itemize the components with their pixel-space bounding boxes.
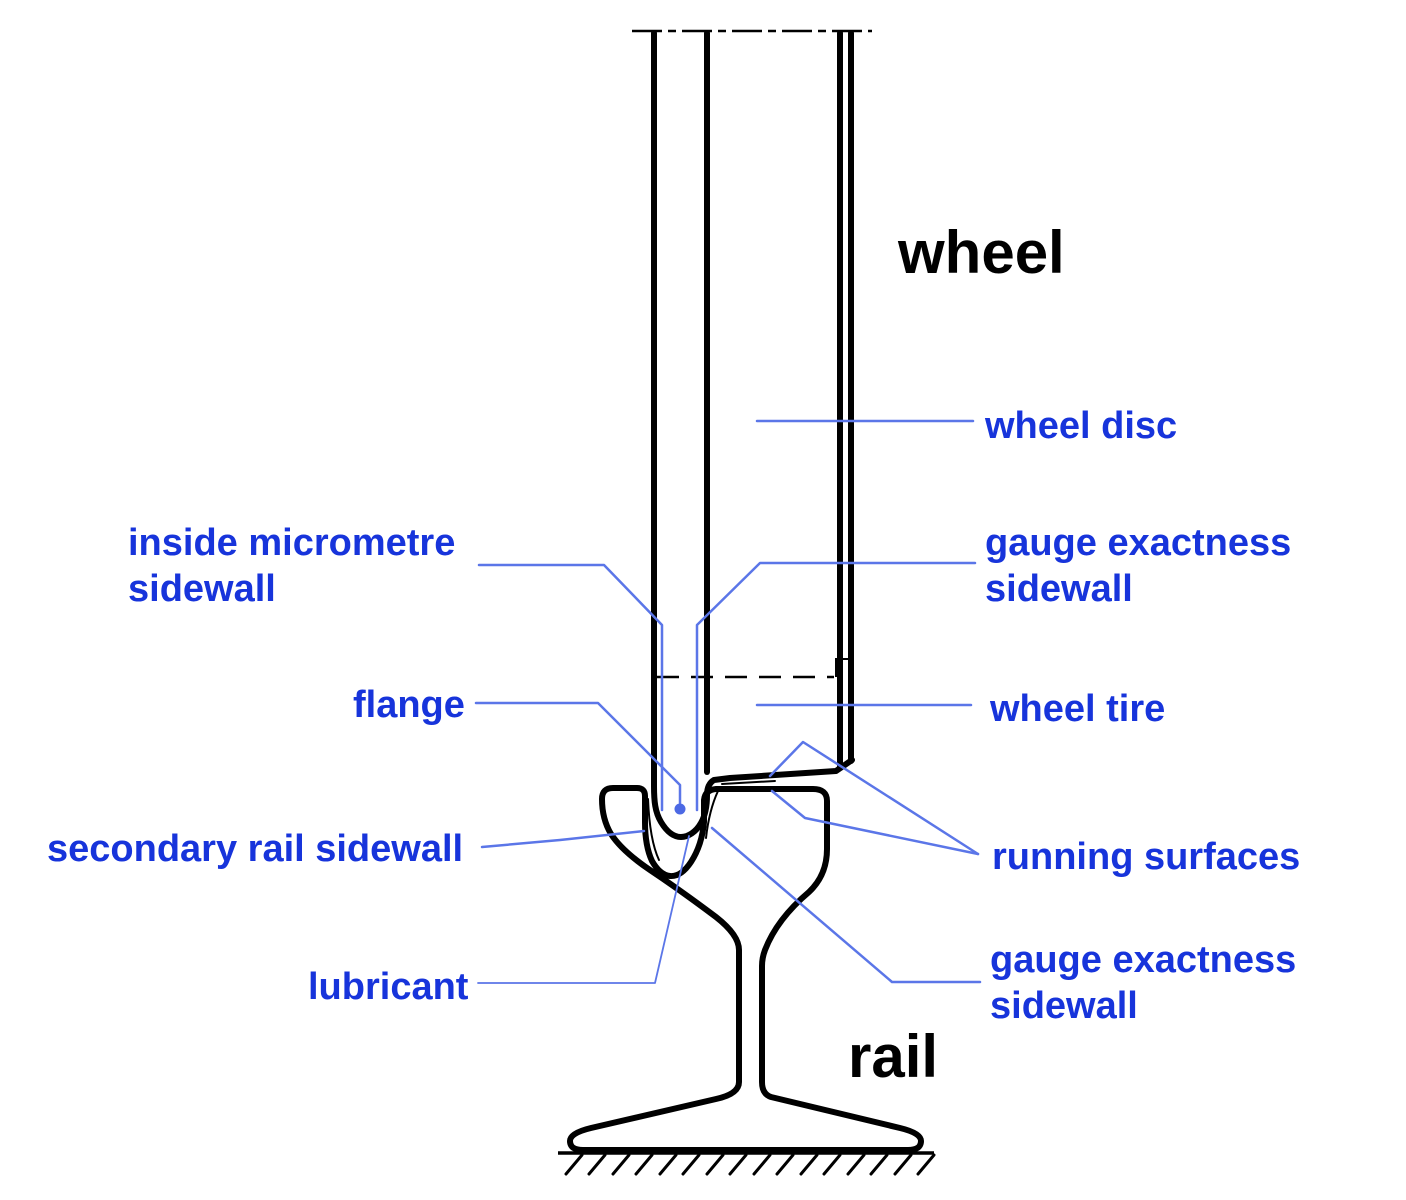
leader-flange bbox=[474, 701, 682, 805]
wheel-back-face-and-flange bbox=[651, 30, 855, 840]
label-inside-micrometre-sidewall: inside micrometre sidewall bbox=[128, 520, 455, 612]
label-flange: flange bbox=[353, 684, 465, 726]
wheel-profile bbox=[651, 30, 855, 840]
leader-lines bbox=[474, 419, 982, 984]
leader-gauge-exactness-lower bbox=[710, 826, 982, 984]
label-lubricant: lubricant bbox=[308, 966, 469, 1008]
title-rail: rail bbox=[848, 1023, 939, 1090]
label-gauge-exactness-upper-line2: sidewall bbox=[985, 568, 1133, 610]
leader-inside-micrometre-sidewall bbox=[477, 563, 664, 812]
rail-outline bbox=[567, 785, 924, 1153]
tire-boundary-step-mark bbox=[835, 658, 848, 677]
ground bbox=[558, 1151, 936, 1176]
label-gauge-exactness-lower-line1: gauge exactness bbox=[990, 939, 1297, 981]
label-running-surfaces: running surfaces bbox=[992, 836, 1301, 878]
label-wheel-tire: wheel tire bbox=[990, 688, 1166, 730]
label-wheel-disc: wheel disc bbox=[985, 405, 1178, 447]
rail-profile bbox=[567, 785, 924, 1153]
label-gauge-exactness-sidewall-lower: gauge exactness sidewall bbox=[990, 937, 1296, 1029]
label-gauge-exactness-lower-line2: sidewall bbox=[990, 985, 1138, 1027]
leader-running-surface-rail bbox=[770, 789, 980, 856]
label-gauge-exactness-upper-line1: gauge exactness bbox=[985, 522, 1292, 564]
groove-witness-left bbox=[647, 798, 660, 861]
groove-witness-right bbox=[705, 790, 719, 839]
title-wheel: wheel bbox=[898, 219, 1065, 286]
label-inside-micrometre-line1: inside micrometre bbox=[128, 522, 456, 564]
leader-secondary-rail-sidewall bbox=[480, 829, 646, 849]
tread-witness-line bbox=[721, 780, 776, 785]
label-inside-micrometre-line2: sidewall bbox=[128, 568, 276, 610]
flange-marker-dot bbox=[674, 803, 686, 815]
groove-witness-lines bbox=[647, 780, 776, 861]
leader-lubricant bbox=[477, 835, 690, 984]
leader-running-surface-wheel bbox=[768, 740, 980, 856]
leader-gauge-exactness-upper bbox=[695, 561, 977, 812]
ground-hatching bbox=[564, 1153, 936, 1176]
label-secondary-rail-sidewall: secondary rail sidewall bbox=[47, 828, 464, 870]
label-gauge-exactness-sidewall-upper: gauge exactness sidewall bbox=[985, 520, 1291, 612]
